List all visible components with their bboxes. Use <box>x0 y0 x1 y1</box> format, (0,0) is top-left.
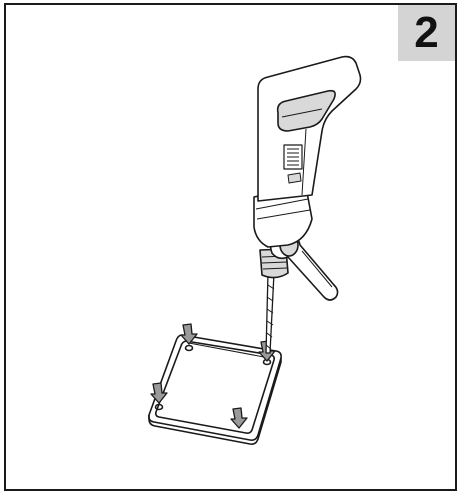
illustration-frame: 2 <box>4 3 457 491</box>
mounting-plate <box>148 334 282 445</box>
mounting-hole <box>154 403 164 411</box>
step-badge: 2 <box>398 5 455 61</box>
step-number: 2 <box>414 8 439 57</box>
drill-icon <box>253 55 362 354</box>
drilling-illustration <box>148 55 362 445</box>
down-arrow-icon <box>180 323 198 345</box>
mounting-hole <box>184 344 194 352</box>
down-arrow-icon <box>230 407 248 429</box>
down-arrow-icon <box>150 382 168 404</box>
